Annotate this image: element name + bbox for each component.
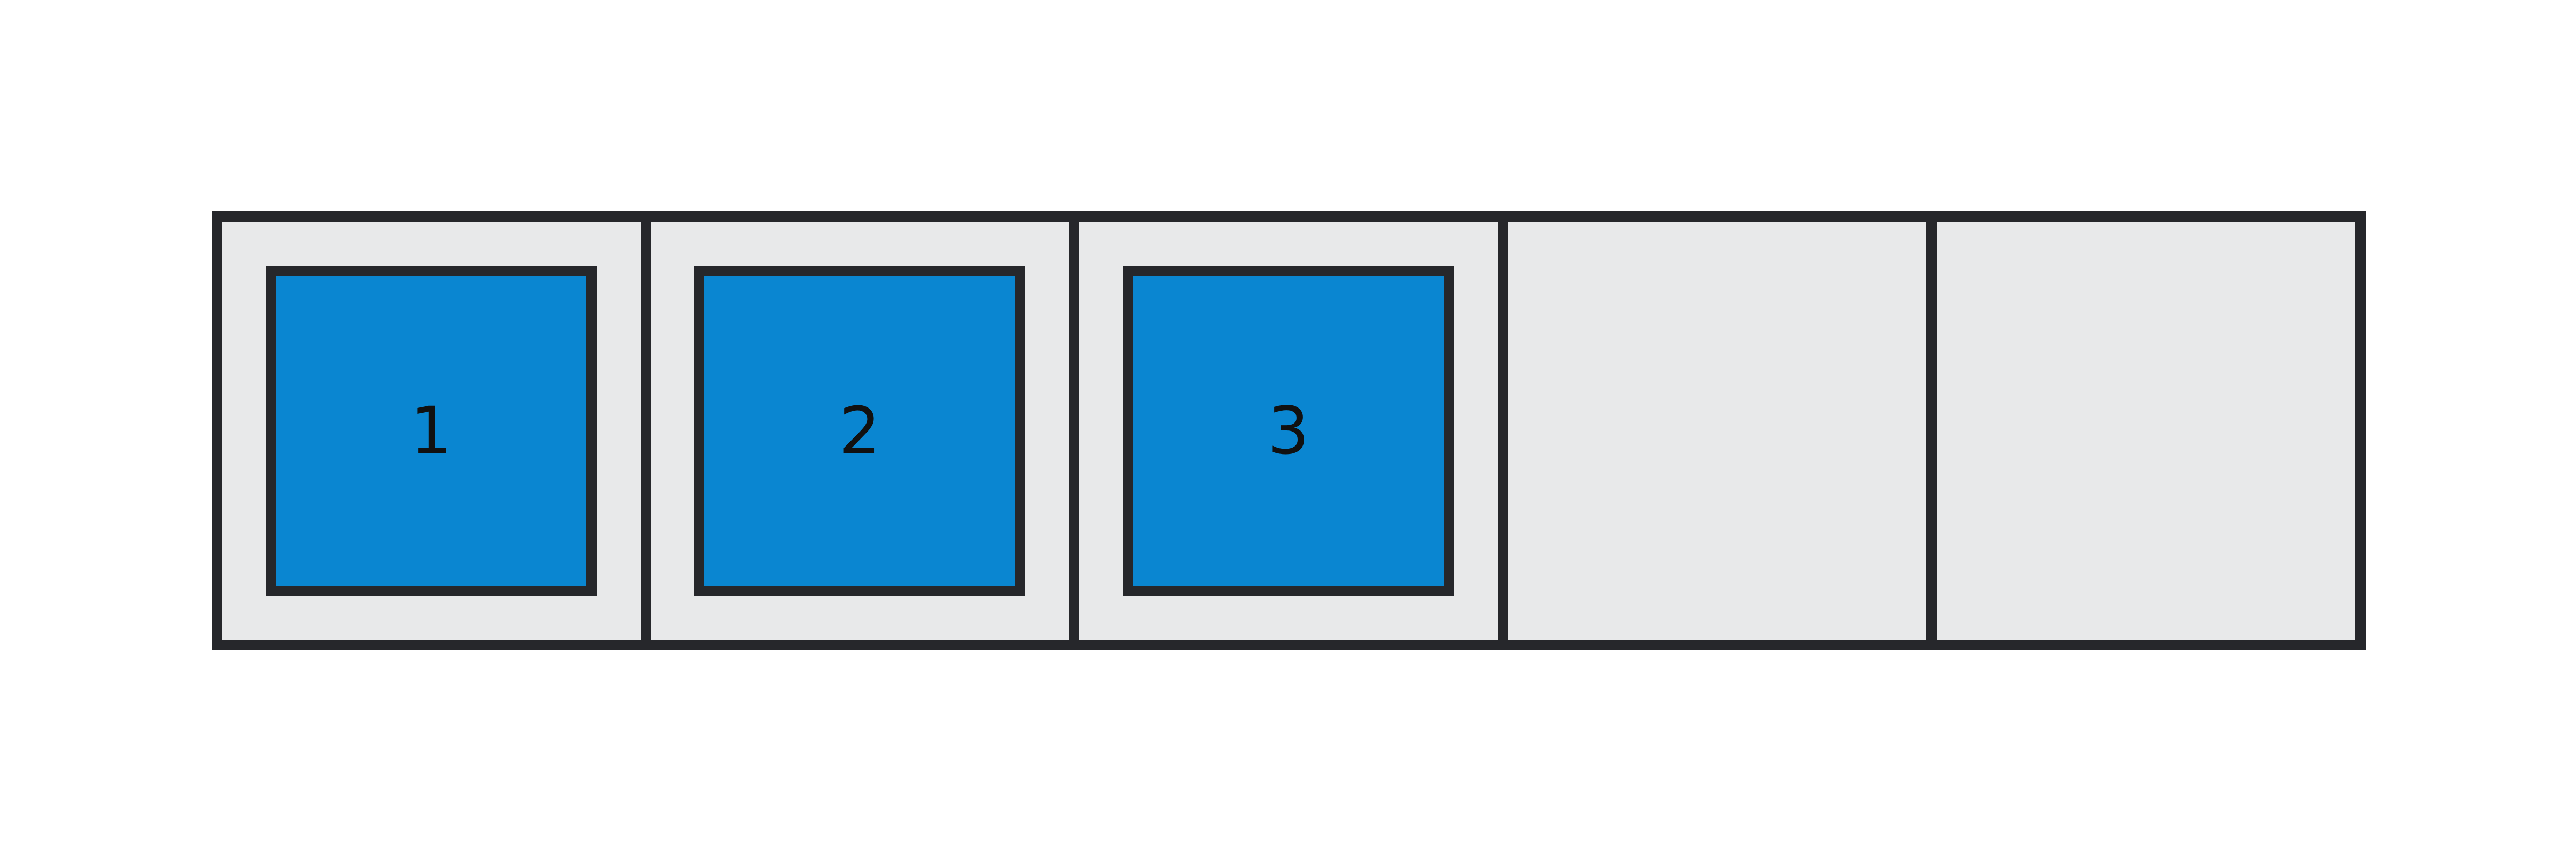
slot-filled: 2 — [650, 222, 1069, 640]
slot-empty — [1937, 222, 2355, 640]
item-label: 1 — [410, 392, 452, 469]
item-box: 1 — [265, 265, 597, 596]
item-label: 3 — [1268, 392, 1309, 469]
slot-filled: 1 — [222, 222, 641, 640]
slot-filled: 3 — [1079, 222, 1498, 640]
item-label: 2 — [839, 392, 881, 469]
item-box: 2 — [694, 265, 1026, 596]
item-box: 3 — [1123, 265, 1454, 596]
slot-row: 1 2 3 — [212, 211, 2366, 650]
slot-empty — [1508, 222, 1927, 640]
